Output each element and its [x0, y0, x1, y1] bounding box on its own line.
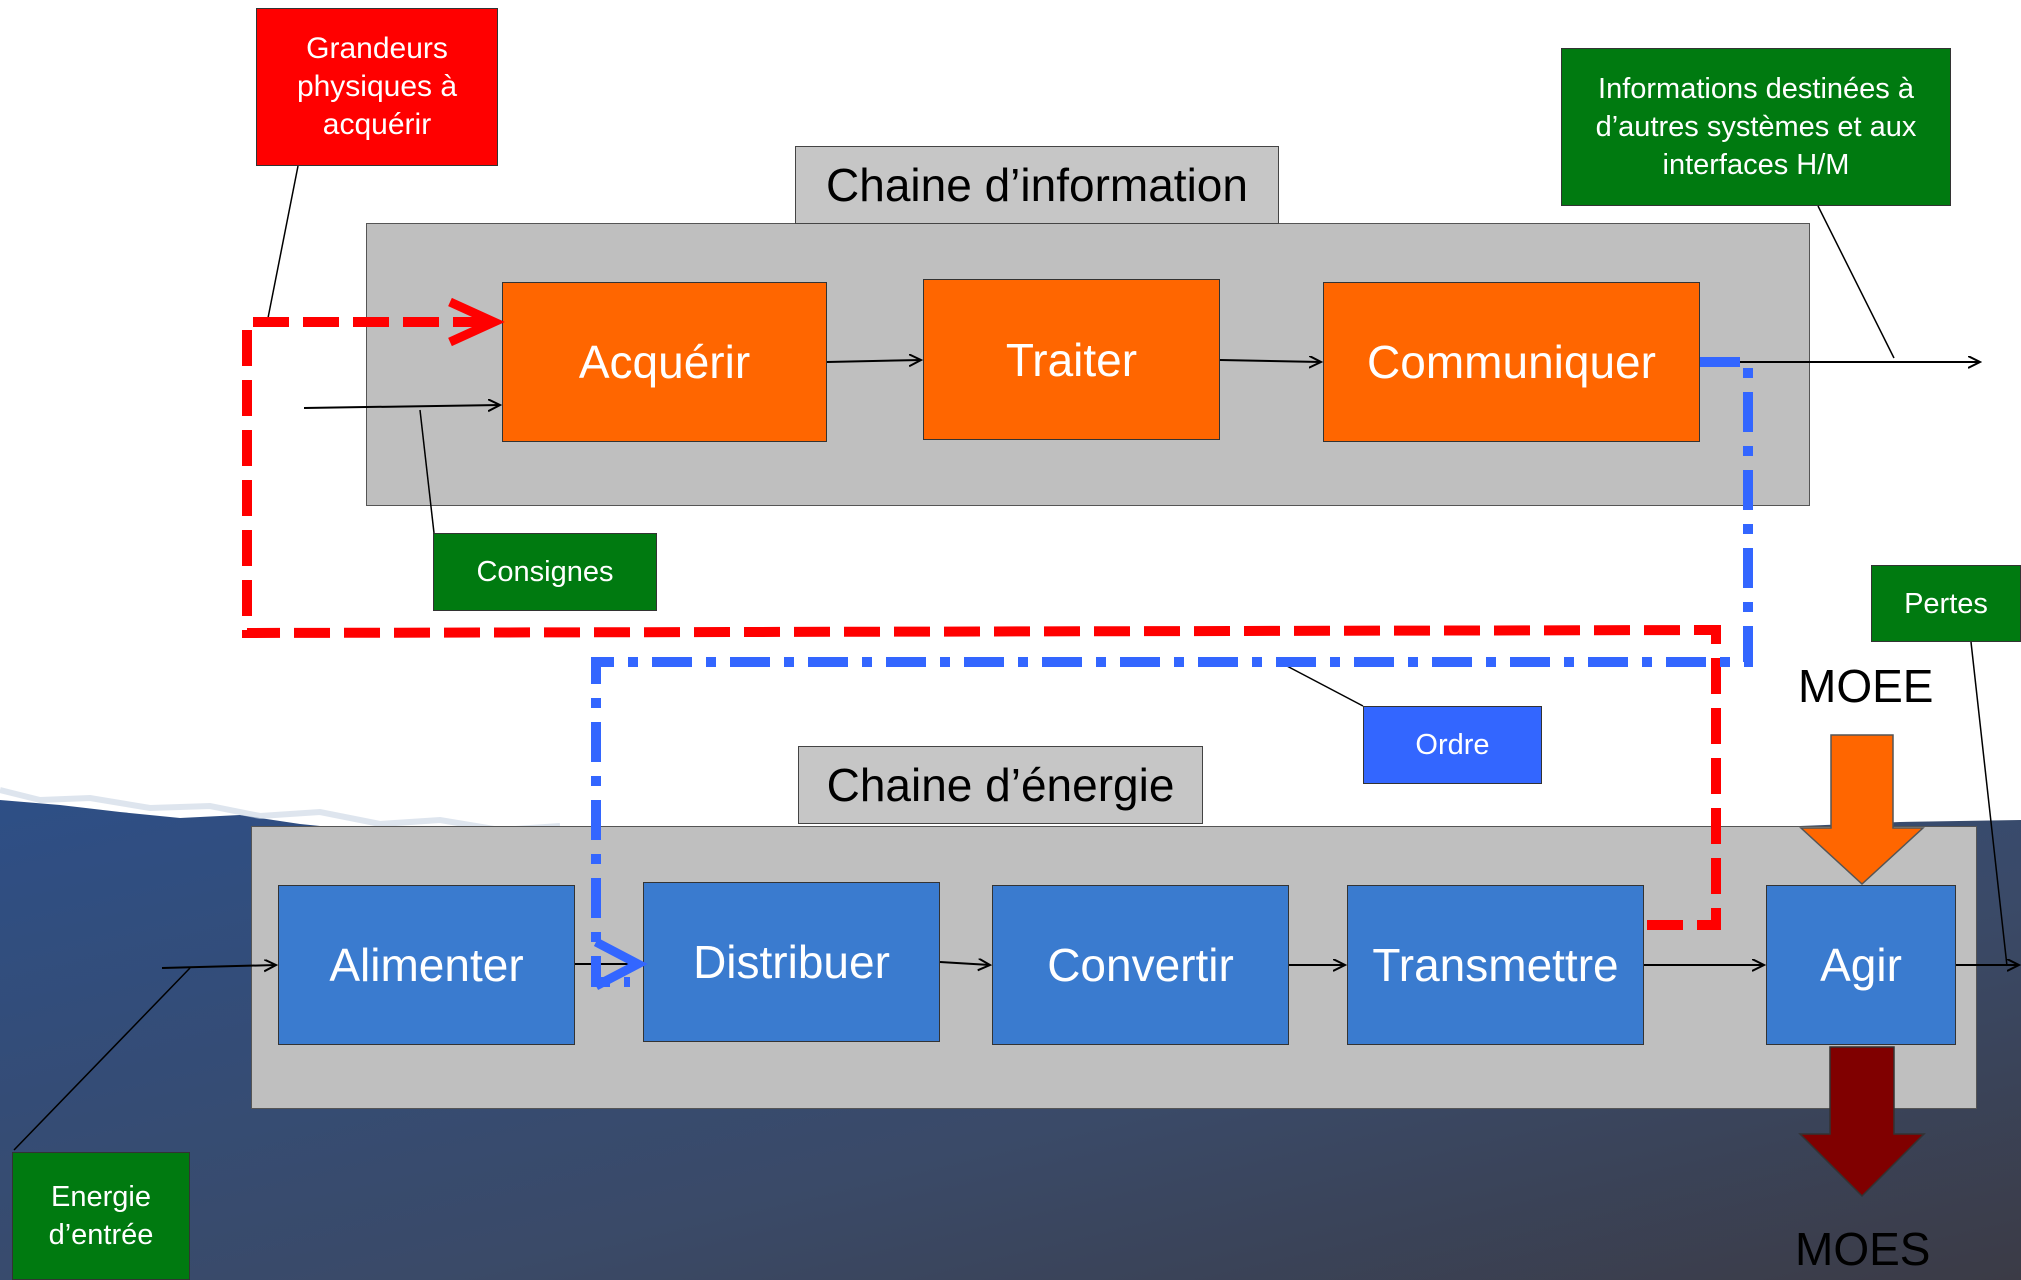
- function-act[interactable]: Agir: [1766, 885, 1956, 1045]
- note-input-energy: Energie d’entrée: [12, 1152, 190, 1280]
- note-physical-quantities: Grandeurs physiques à acquérir: [256, 8, 498, 166]
- function-acquire[interactable]: Acquérir: [502, 282, 827, 442]
- note-setpoints: Consignes: [433, 533, 657, 611]
- energy-chain-title: Chaine d’énergie: [798, 746, 1203, 824]
- function-process[interactable]: Traiter: [923, 279, 1220, 440]
- note-outgoing-info: Informations destinées à d’autres systèm…: [1561, 48, 1951, 206]
- function-distribute[interactable]: Distribuer: [643, 882, 940, 1042]
- info-chain-title: Chaine d’information: [795, 146, 1279, 224]
- function-supply[interactable]: Alimenter: [278, 885, 575, 1045]
- label-moes: MOES: [1795, 1223, 1931, 1275]
- function-convert[interactable]: Convertir: [992, 885, 1289, 1045]
- note-order: Ordre: [1363, 706, 1542, 784]
- label-moee: MOEE: [1798, 660, 1934, 712]
- function-transmit[interactable]: Transmettre: [1347, 885, 1644, 1045]
- note-losses: Pertes: [1871, 565, 2021, 642]
- function-communicate[interactable]: Communiquer: [1323, 282, 1700, 442]
